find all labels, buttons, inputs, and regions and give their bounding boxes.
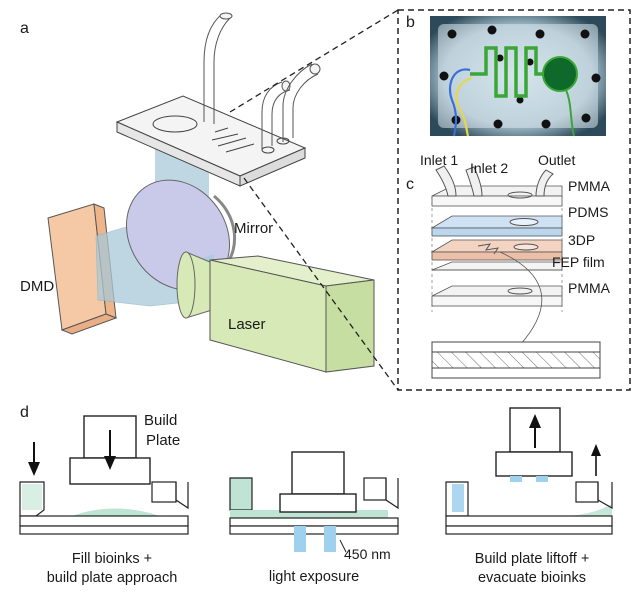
laser-lens	[176, 251, 213, 319]
chip-tubes	[203, 12, 321, 150]
laser-box	[209, 255, 375, 373]
layer-pmma-top	[431, 185, 563, 207]
chip-holes	[439, 25, 601, 129]
caption-step-3: Build plate liftoff + evacuate bioinks	[432, 550, 632, 588]
panel-b-photo	[430, 16, 606, 137]
zoom-line-top	[229, 9, 399, 113]
panel-d-step-2	[229, 451, 399, 553]
panel-c-stack	[430, 165, 601, 379]
label-layer-pdms: PDMS	[568, 204, 609, 220]
light-beam-left	[294, 526, 306, 552]
caption-step-1: Fill bioinks + build plate approach	[14, 550, 210, 588]
stack-tubes	[435, 165, 554, 197]
outlet-wire-green	[565, 89, 575, 137]
label-dmd: DMD	[20, 278, 55, 295]
panel-label-d: d	[20, 404, 29, 421]
inlet-wire-blue	[448, 68, 471, 137]
caption-step-2-line-1: light exposure	[268, 569, 360, 585]
label-layer-pmma-top: PMMA	[568, 178, 610, 194]
panel-d-step-1	[19, 415, 189, 535]
panel-label-a: a	[20, 20, 29, 37]
light-beam-right	[324, 526, 336, 552]
layer-pdms	[430, 215, 563, 237]
label-layer-fep-film: FEP film	[552, 254, 605, 270]
label-outlet: Outlet	[538, 152, 576, 168]
label-build-plate-1: Build	[144, 412, 178, 429]
panel-label-b: b	[406, 14, 415, 31]
cross-section-leader	[499, 251, 543, 346]
layer-pmma-bottom	[431, 285, 563, 307]
cross-section	[431, 341, 601, 379]
serpentine-channel	[470, 46, 546, 98]
caption-step-1-line-2: build plate approach	[46, 570, 178, 586]
label-inlet-2: Inlet 2	[470, 160, 509, 176]
caption-step-3-line-2: evacuate bioinks	[477, 570, 586, 586]
label-layer-pmma-bottom: PMMA	[568, 280, 610, 296]
label-laser: Laser	[228, 316, 266, 333]
microfluidic-chip	[115, 95, 307, 187]
caption-step-2: light exposure	[244, 568, 384, 587]
inlet-wire-yellow	[455, 76, 473, 137]
caption-step-1-line-1: Fill bioinks +	[71, 551, 153, 567]
label-mirror: Mirror	[234, 220, 274, 237]
panel-a-illustration	[47, 9, 399, 391]
caption-step-3-line-1: Build plate liftoff +	[474, 551, 590, 567]
panel-label-c: c	[406, 176, 414, 193]
label-wavelength: 450 nm	[344, 546, 391, 562]
zoom-line-bottom	[243, 177, 399, 391]
outlet-reservoir	[542, 56, 578, 92]
panel-d-step-3	[445, 407, 613, 535]
layer-3dp	[430, 239, 563, 261]
label-layer-3dp: 3DP	[568, 232, 596, 248]
label-build-plate-2: Plate	[146, 432, 181, 449]
label-inlet-1: Inlet 1	[420, 152, 459, 168]
layer-fep-film	[431, 261, 563, 271]
